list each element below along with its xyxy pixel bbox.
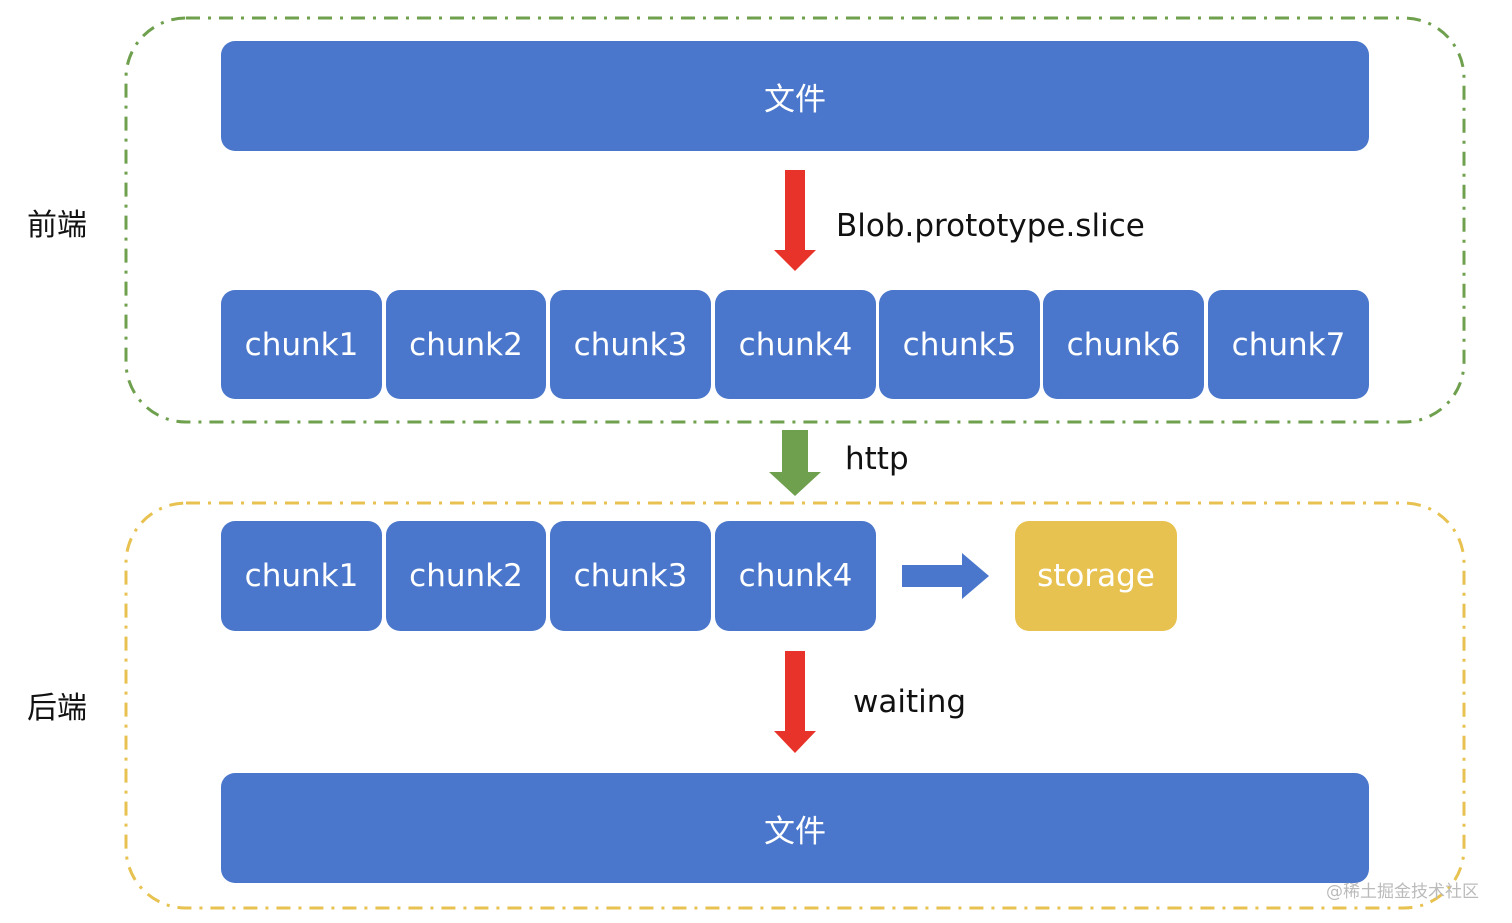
frontend-chunk: chunk7 [1208, 290, 1369, 399]
waiting-label: waiting [853, 684, 967, 720]
frontend-file-box: 文件 [221, 41, 1369, 151]
backend-chunk: chunk3 [550, 521, 711, 631]
backend-chunk: chunk1 [221, 521, 382, 631]
backend-container [124, 501, 1466, 910]
backend-label: 后端 [27, 691, 87, 726]
http-label: http [845, 441, 909, 477]
storage-box: storage [1015, 521, 1177, 631]
frontend-label: 前端 [27, 208, 87, 243]
slice-label: Blob.prototype.slice [836, 208, 1145, 244]
frontend-chunk: chunk3 [550, 290, 711, 399]
backend-chunk: chunk4 [715, 521, 876, 631]
frontend-chunk: chunk4 [715, 290, 876, 399]
backend-chunk: chunk2 [386, 521, 546, 631]
watermark: @稀土掘金技术社区 [1326, 882, 1479, 902]
frontend-chunk: chunk2 [386, 290, 546, 399]
waiting-arrow-icon [774, 651, 816, 753]
backend-file-box: 文件 [221, 773, 1369, 883]
frontend-chunk: chunk1 [221, 290, 382, 399]
frontend-chunk: chunk5 [879, 290, 1040, 399]
frontend-chunk: chunk6 [1043, 290, 1204, 399]
storage-arrow-icon [902, 553, 989, 599]
slice-arrow-icon [774, 170, 816, 271]
frontend-container [124, 16, 1466, 424]
http-arrow-icon [769, 430, 821, 496]
